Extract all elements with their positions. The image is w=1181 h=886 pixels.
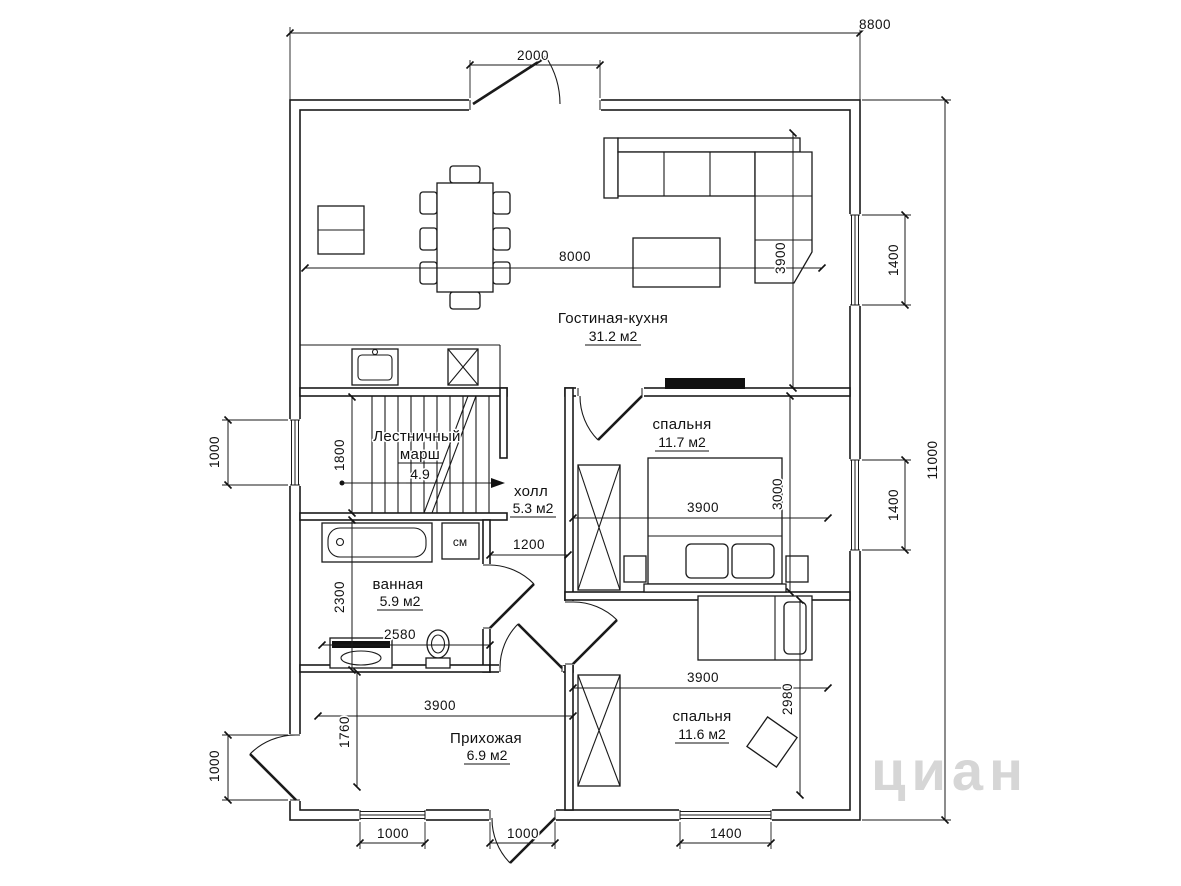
dimensions: 8800 2000 11000 1400 1400 8000 3900 1000 xyxy=(206,16,951,849)
dim-bathroom-width: 2580 xyxy=(384,627,416,642)
window-right-top xyxy=(850,214,860,306)
dim-living-width: 8000 xyxy=(559,249,591,264)
dim-bedroom1-depth: 3000 xyxy=(770,478,785,510)
sofa-seat xyxy=(617,151,756,197)
dim-bedroom2-depth: 2980 xyxy=(780,683,795,715)
staircase xyxy=(339,395,505,514)
coffee-table xyxy=(632,237,721,288)
bedroom2-door xyxy=(572,601,618,665)
washing-machine-label: см xyxy=(453,535,467,549)
room-hall-name: холл xyxy=(514,483,548,500)
chair xyxy=(492,261,511,285)
room-entry-area: 6.9 м2 xyxy=(467,747,508,763)
watermark: циан xyxy=(871,739,1029,802)
entrance-door-left xyxy=(249,734,297,801)
tv-unit xyxy=(665,378,745,389)
room-bathroom-area: 5.9 м2 xyxy=(380,593,421,609)
stair-break-line xyxy=(431,395,477,514)
room-hall-area: 5.3 м2 xyxy=(513,500,554,516)
dim-living-depth: 3900 xyxy=(773,242,788,274)
dim-overall-height: 11000 xyxy=(925,440,940,479)
bedroom2-furniture xyxy=(577,595,813,787)
dim-window-bottom-left: 1000 xyxy=(377,826,409,841)
dim-hall-width: 1200 xyxy=(513,537,545,552)
kitchen-counter xyxy=(300,344,501,388)
dim-entry-width: 3900 xyxy=(424,698,456,713)
washing-machine: см xyxy=(441,522,480,560)
room-living-kitchen-area: 31.2 м2 xyxy=(589,328,638,344)
stove xyxy=(447,348,479,386)
bedroom1-furniture xyxy=(577,457,809,593)
chair xyxy=(492,227,511,251)
doors xyxy=(249,55,643,864)
room-labels: Гостиная-кухня 31.2 м2 спальня 11.7 м2 х… xyxy=(371,309,733,765)
wardrobe xyxy=(577,464,621,591)
room-stairs-name-line2: марш xyxy=(400,446,440,463)
stair-break-line xyxy=(423,395,469,514)
double-bed xyxy=(643,457,787,593)
pillow xyxy=(685,543,729,579)
bathroom-sink xyxy=(329,637,393,669)
chair xyxy=(746,716,798,768)
nightstand xyxy=(623,555,647,583)
window-bottom-left xyxy=(359,810,426,820)
bathtub xyxy=(321,522,433,563)
window-right-mid xyxy=(850,459,860,551)
dining-table xyxy=(419,165,511,310)
chair xyxy=(449,165,481,184)
dim-window-left: 1000 xyxy=(207,436,222,468)
sofa xyxy=(603,137,813,284)
sofa-back xyxy=(617,137,801,153)
room-stairs-area: 4.9 xyxy=(410,466,430,482)
headboard xyxy=(643,583,787,593)
dim-door-left: 1000 xyxy=(207,750,222,782)
dim-door-bottom: 1000 xyxy=(507,826,539,841)
chair xyxy=(449,291,481,310)
dim-window-right-mid: 1400 xyxy=(886,489,901,521)
room-entry-name: Прихожая xyxy=(450,730,522,747)
room-bedroom2-name: спальня xyxy=(672,708,731,725)
nightstand xyxy=(785,555,809,583)
dim-window-right-top: 1400 xyxy=(886,244,901,276)
fridge xyxy=(317,205,365,255)
room-bathroom-name: ванная xyxy=(373,576,424,593)
dim-entry-depth: 1760 xyxy=(337,716,352,748)
dim-entrance-top: 2000 xyxy=(517,48,549,63)
room-bedroom1-name: спальня xyxy=(652,416,711,433)
dim-overall-width: 8800 xyxy=(859,17,891,32)
wardrobe xyxy=(577,674,621,787)
chair xyxy=(419,227,438,251)
dim-stairs-depth: 1800 xyxy=(332,439,347,471)
single-bed xyxy=(697,595,813,661)
window-left xyxy=(290,419,300,486)
pillow xyxy=(783,601,807,655)
dim-bathroom-depth: 2300 xyxy=(332,581,347,613)
toilet xyxy=(425,629,451,669)
kitchen-sink xyxy=(351,348,399,386)
chair xyxy=(419,261,438,285)
room-living-kitchen-name: Гостиная-кухня xyxy=(558,310,668,327)
hall-door xyxy=(499,623,563,669)
bathroom-door xyxy=(489,564,535,629)
bedroom1-door xyxy=(579,395,643,441)
chair xyxy=(492,191,511,215)
room-stairs-name-line1: Лестничный xyxy=(373,428,460,445)
pillow xyxy=(731,543,775,579)
sofa-armrest xyxy=(603,137,619,199)
room-bedroom2-area: 11.6 м2 xyxy=(678,726,726,742)
room-bedroom1-area: 11.7 м2 xyxy=(658,434,706,450)
dim-bedroom1-width: 3900 xyxy=(687,500,719,515)
chair xyxy=(419,191,438,215)
window-bottom-right xyxy=(679,810,772,820)
dim-window-bottom-right: 1400 xyxy=(710,826,742,841)
table-top xyxy=(436,182,494,293)
dim-bedroom2-width: 3900 xyxy=(687,670,719,685)
